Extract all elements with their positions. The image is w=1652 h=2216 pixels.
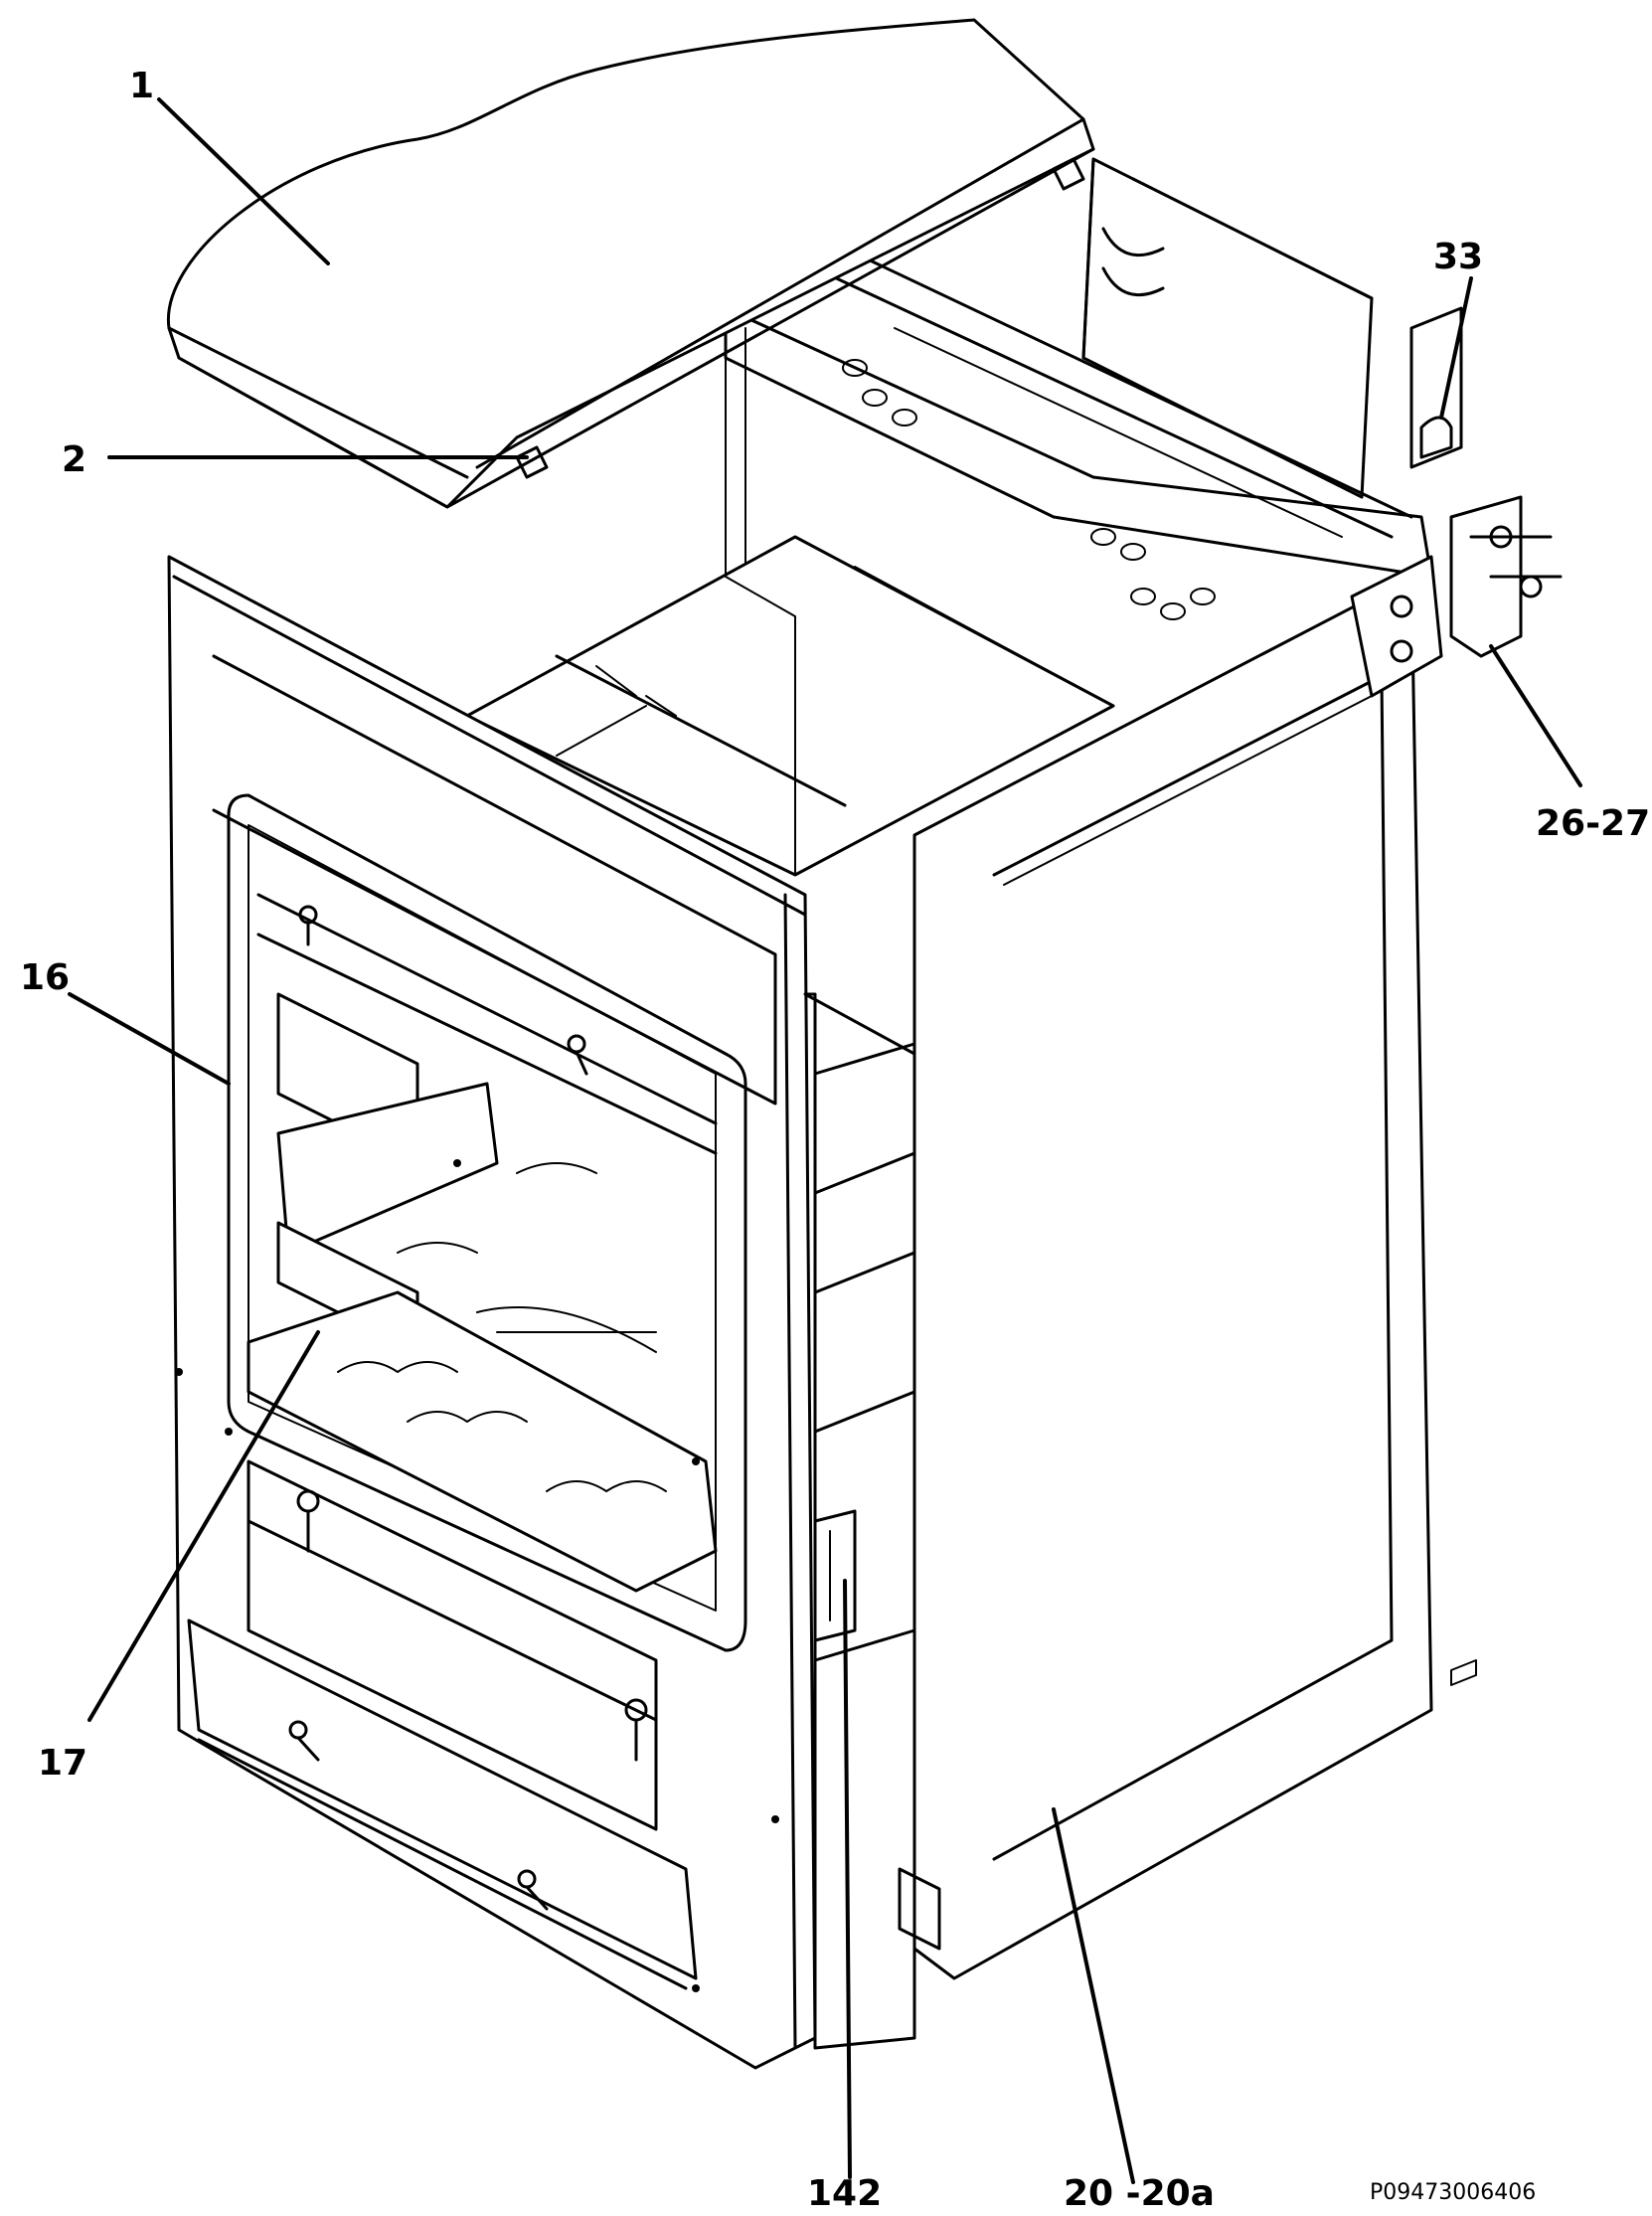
callout-142: 142 [807, 2173, 882, 2214]
callout-17: 17 [38, 1743, 87, 1784]
right-side-panel [898, 555, 1477, 1980]
rear-housing [724, 157, 1433, 620]
callout-33: 33 [1433, 237, 1483, 277]
reference-code: P09473006406 [1370, 2180, 1536, 2205]
callout-1: 1 [129, 66, 154, 106]
callout-20-20a: 20 -20a [1064, 2173, 1215, 2214]
callout-labels: 1 2 33 26-27 16 17 142 20 -20a P09473006… [20, 66, 1650, 2214]
leader-lines [68, 97, 1582, 2184]
callout-2: 2 [62, 439, 86, 480]
inner-cavity-top [465, 535, 1115, 877]
hinge-bracket-part [1449, 495, 1563, 658]
hinge-plate-part [1409, 306, 1463, 469]
callout-16: 16 [20, 957, 70, 998]
screw-icon [288, 905, 648, 1911]
center-channel [803, 992, 916, 2050]
callout-26-27: 26-27 [1536, 803, 1650, 844]
top-cover-panel [166, 18, 1095, 509]
front-frame [167, 555, 817, 2070]
